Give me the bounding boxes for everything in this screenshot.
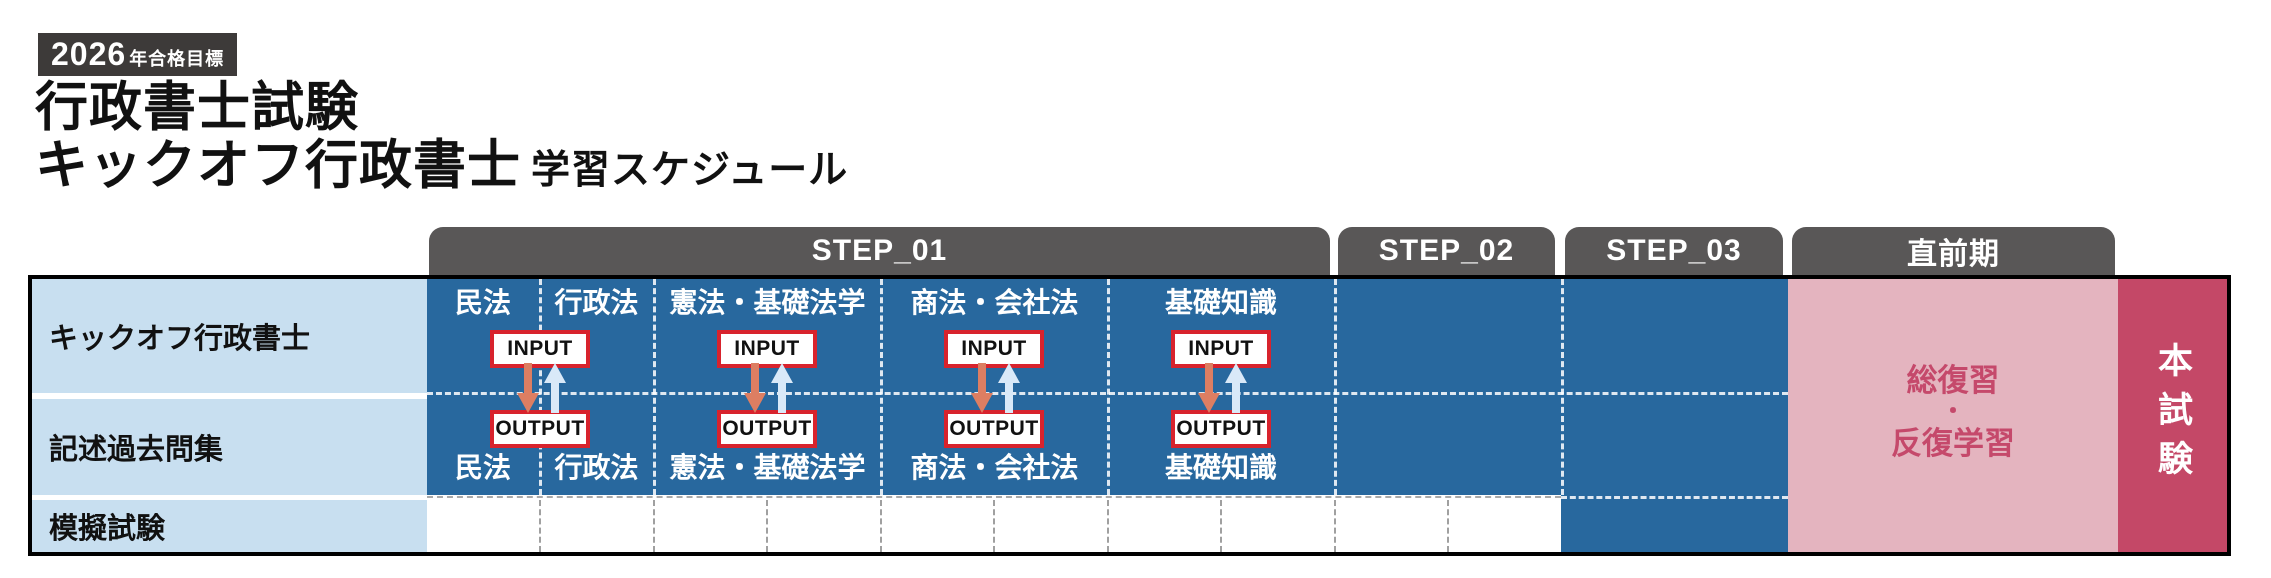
row-label-mogi: 模擬試験 bbox=[32, 500, 427, 552]
subject-label: 民法 bbox=[454, 287, 511, 318]
page-subtitle-sub: 学習スケジュール bbox=[531, 149, 849, 192]
grid-divider bbox=[993, 500, 995, 552]
input-to-output-arrow-icon bbox=[517, 363, 539, 413]
input-box: INPUT bbox=[944, 330, 1044, 368]
target-year-badge: 2026 年合格目標 bbox=[38, 33, 238, 76]
row-label-kickoff: キックオフ行政書士 bbox=[32, 279, 427, 393]
grid-divider bbox=[653, 279, 656, 495]
grid-divider bbox=[1107, 279, 1110, 495]
grid-divider bbox=[880, 500, 882, 552]
row-label-kijutsu: 記述過去問集 bbox=[32, 399, 427, 495]
output-to-input-arrow-icon bbox=[771, 363, 793, 413]
subject-label: 基礎知識 bbox=[1164, 452, 1277, 483]
final-phase-line2: 反復学習 bbox=[1891, 426, 2015, 461]
badge-suffix: 年合格目標 bbox=[129, 49, 225, 69]
badge-year: 2026 bbox=[51, 36, 127, 72]
grid-divider bbox=[1561, 279, 1564, 495]
exam-label: 本試験 bbox=[2153, 342, 2192, 489]
final-phase-column bbox=[1788, 279, 2118, 552]
grid-divider bbox=[1107, 500, 1109, 552]
output-to-input-arrow-icon bbox=[998, 363, 1020, 413]
exam-column bbox=[2118, 279, 2227, 552]
grid-divider bbox=[1334, 500, 1336, 552]
subject-label: 行政法 bbox=[554, 452, 639, 483]
page-subtitle: キックオフ行政書士 学習スケジュール bbox=[35, 138, 848, 195]
grid-divider bbox=[539, 500, 541, 552]
page-title: 行政書士試験 bbox=[35, 78, 359, 137]
output-to-input-arrow-icon bbox=[544, 363, 566, 413]
tab-step-03: STEP_03 bbox=[1565, 227, 1783, 275]
input-to-output-arrow-icon bbox=[744, 363, 766, 413]
subject-label: 行政法 bbox=[554, 287, 639, 318]
grid-divider bbox=[653, 500, 655, 552]
input-box: INPUT bbox=[1171, 330, 1271, 368]
final-phase-text: 総復習 ・ 反復学習 bbox=[1788, 364, 2118, 460]
subject-label: 商法・会社法 bbox=[910, 452, 1079, 483]
grid-divider bbox=[766, 500, 768, 552]
final-phase-separator: ・ bbox=[1941, 398, 1965, 425]
input-box: INPUT bbox=[490, 330, 590, 368]
output-box: OUTPUT bbox=[944, 410, 1044, 448]
output-to-input-arrow-icon bbox=[1225, 363, 1247, 413]
grid-divider bbox=[539, 279, 542, 495]
grid-divider bbox=[1447, 500, 1449, 552]
tab-final-phase: 直前期 bbox=[1792, 227, 2115, 275]
subject-label: 民法 bbox=[454, 452, 511, 483]
subject-label: 商法・会社法 bbox=[910, 287, 1079, 318]
final-phase-line1: 総復習 bbox=[1906, 363, 2000, 398]
input-to-output-arrow-icon bbox=[1198, 363, 1220, 413]
output-box: OUTPUT bbox=[717, 410, 817, 448]
mock-exam-step03-block bbox=[1561, 495, 1788, 552]
output-box: OUTPUT bbox=[490, 410, 590, 448]
input-to-output-arrow-icon bbox=[971, 363, 993, 413]
grid-divider bbox=[1334, 279, 1337, 495]
row-divider bbox=[1561, 496, 1788, 499]
subject-label: 基礎知識 bbox=[1164, 287, 1277, 318]
subject-label: 憲法・基礎法学 bbox=[669, 452, 866, 483]
subject-label: 憲法・基礎法学 bbox=[669, 287, 866, 318]
row-divider bbox=[427, 392, 1788, 395]
input-box: INPUT bbox=[717, 330, 817, 368]
tab-step-02: STEP_02 bbox=[1338, 227, 1555, 275]
grid-divider bbox=[1220, 500, 1222, 552]
grid-divider bbox=[880, 279, 883, 495]
output-box: OUTPUT bbox=[1171, 410, 1271, 448]
tab-step-01: STEP_01 bbox=[429, 227, 1330, 275]
row-divider bbox=[427, 496, 1561, 498]
page-subtitle-main: キックオフ行政書士 bbox=[35, 136, 521, 195]
exam-cell: 本試験 bbox=[2118, 279, 2227, 552]
